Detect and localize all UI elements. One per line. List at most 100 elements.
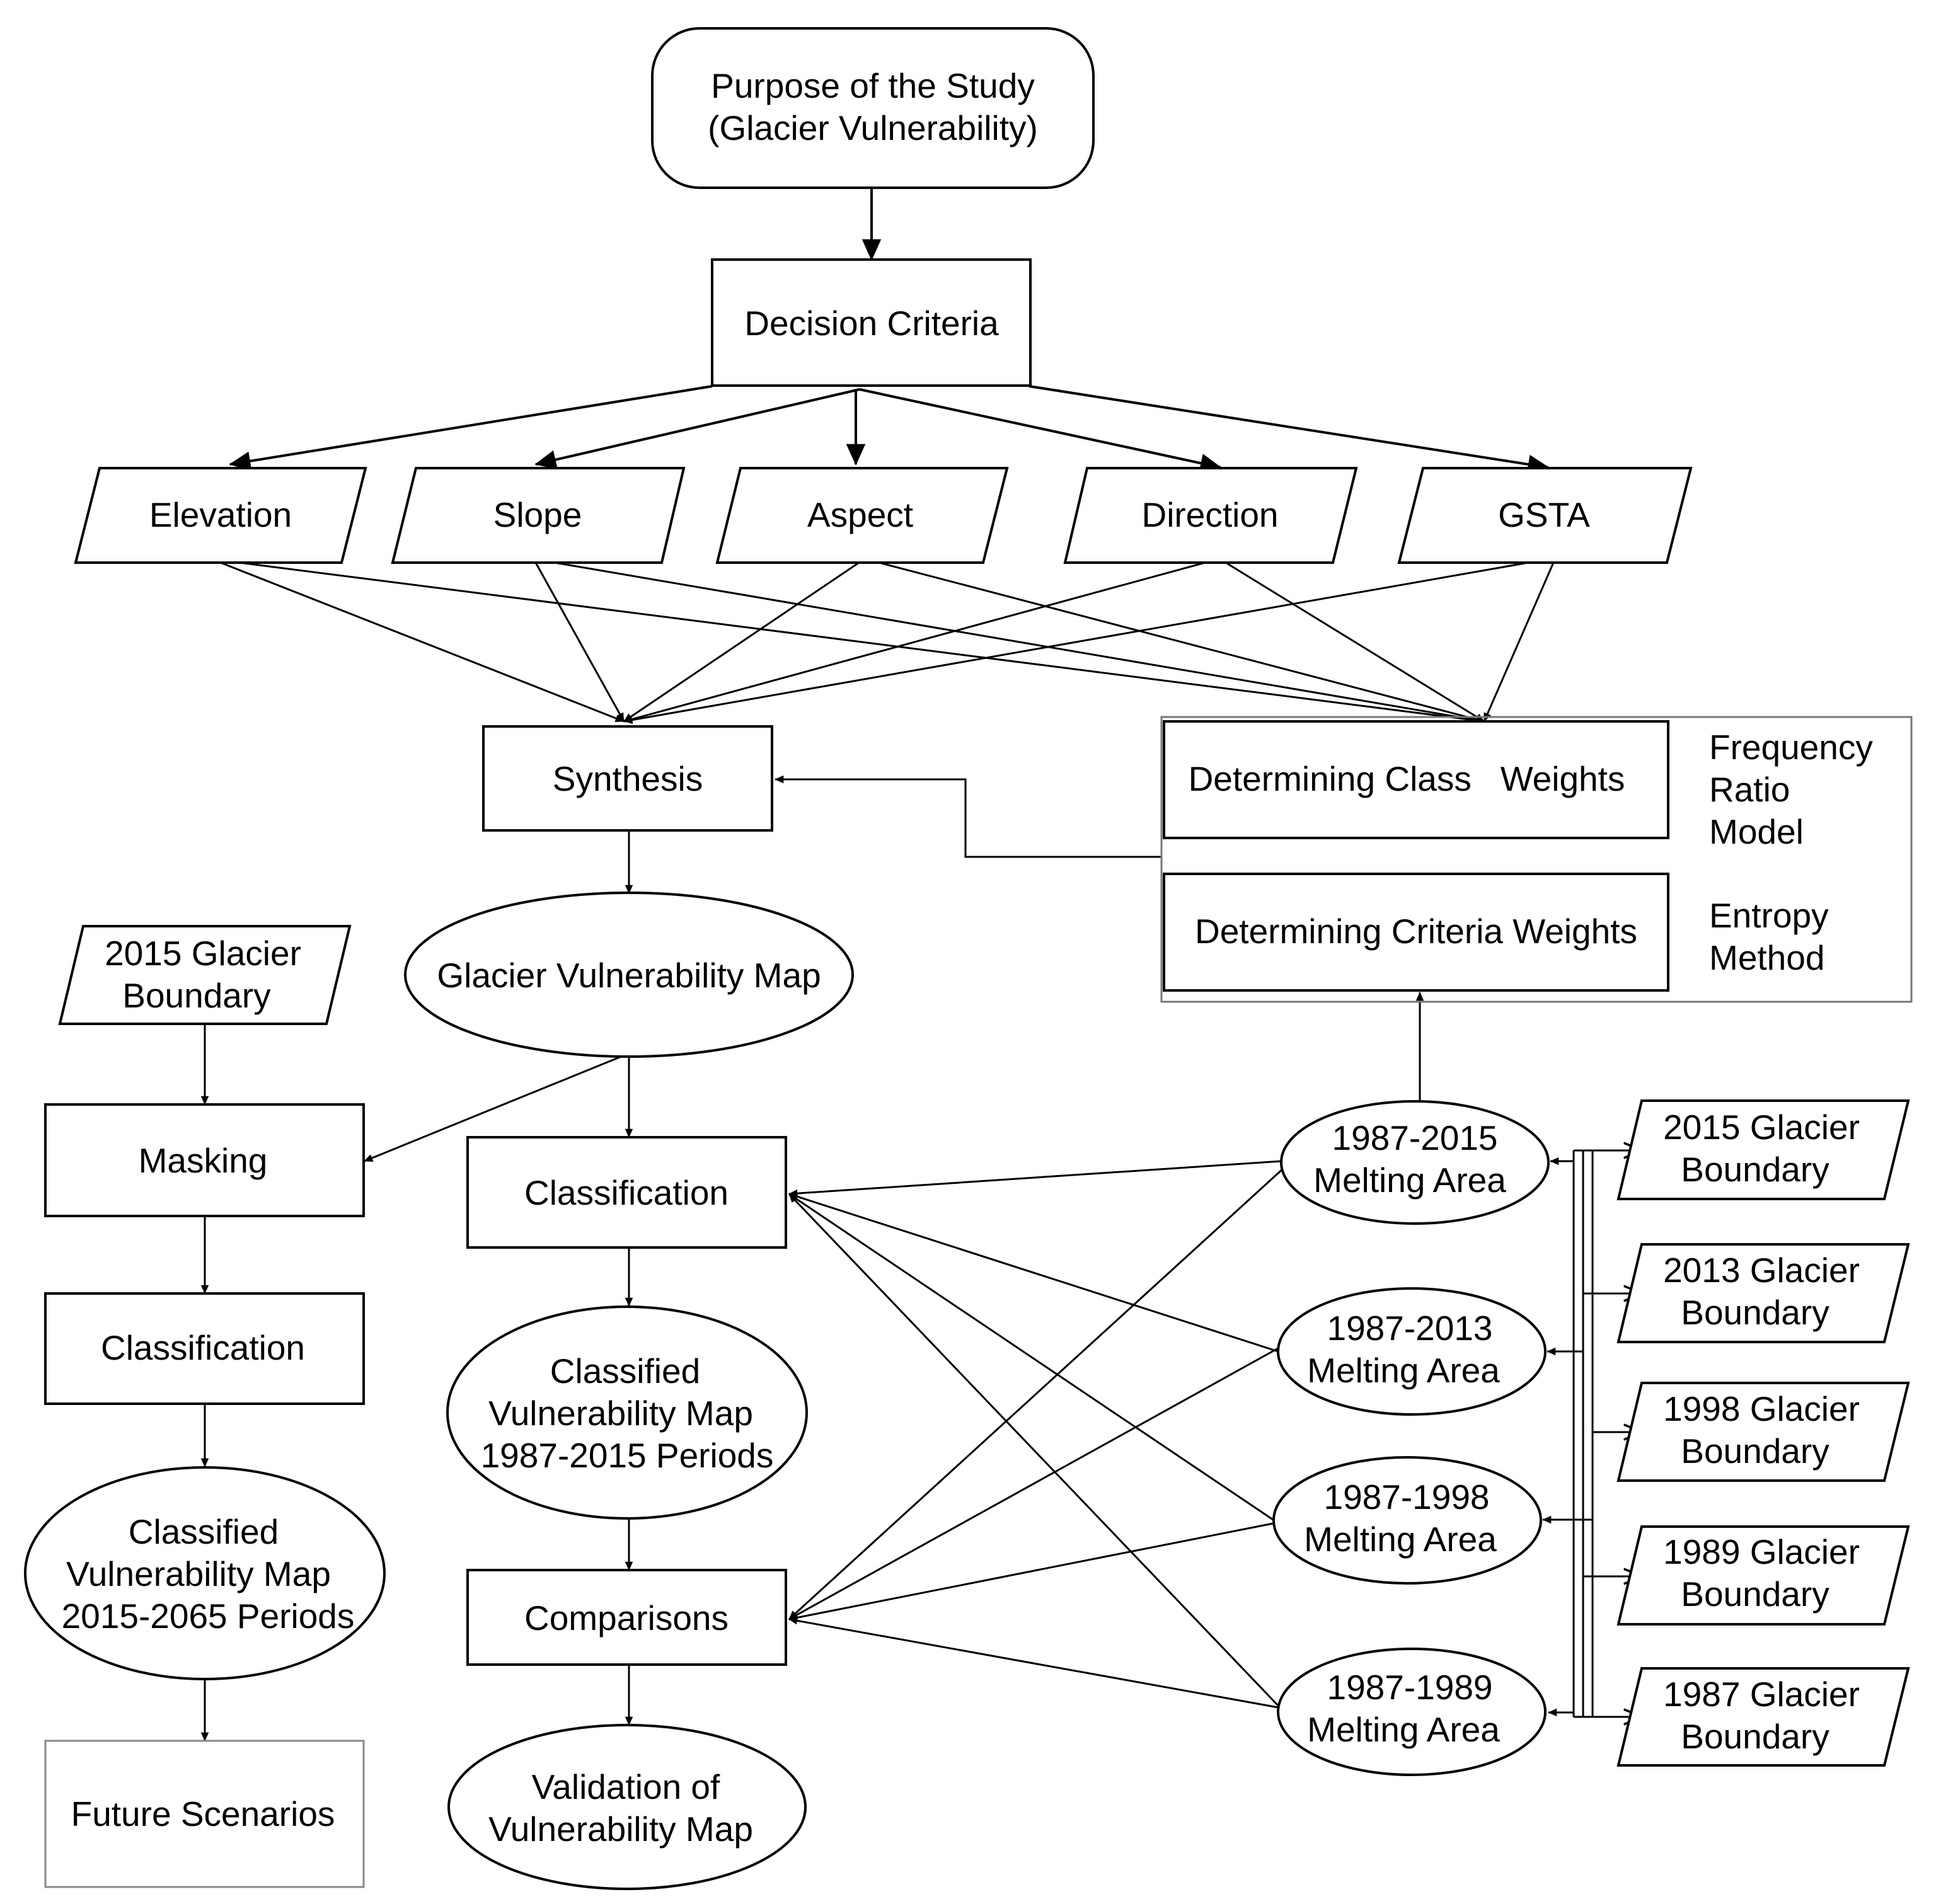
glacier-boundary-2015-node: 2015 Glacier Boundary	[1616, 1099, 1910, 1200]
class-weights-label: Determining Class Weights	[1189, 759, 1625, 798]
glacier-boundary-2013-node: 2013 Glacier Boundary	[1616, 1243, 1910, 1343]
edge-melt2013-classification	[788, 1193, 1279, 1353]
classified-1987-2015-line-1: Classified	[550, 1351, 700, 1391]
frequency-ratio-line-2: Ratio	[1709, 770, 1790, 809]
validation-line-1: Validation of	[532, 1767, 720, 1806]
frequency-ratio-line-1: Frequency	[1709, 728, 1873, 767]
glacier-vulnerability-map-label: Glacier Vulnerability Map	[437, 956, 821, 995]
edge-melt1998-comparisons	[788, 1522, 1274, 1622]
edge-aspect-synthesis	[623, 561, 860, 723]
classified-1987-2015-node: Classified Vulnerability Map 1987-2015 P…	[446, 1305, 808, 1520]
edge-elevation-weights	[239, 561, 1485, 725]
direction-label: Direction	[1141, 495, 1278, 534]
purpose-line-2: (Glacier Vulnerability)	[708, 108, 1038, 147]
glacier-boundary-1987-line-1: 1987 Glacier	[1663, 1675, 1860, 1714]
glacier-boundary-1989-line-2: Boundary	[1681, 1574, 1829, 1614]
melt-1987-2015-line-2: Melting Area	[1313, 1161, 1506, 1200]
glacier-boundary-1998-line-2: Boundary	[1681, 1431, 1829, 1471]
melt-1987-2013-line-1: 1987-2013	[1327, 1309, 1492, 1348]
boundary-2015-left-line-1: 2015 Glacier	[105, 934, 301, 973]
glacier-vulnerability-map-node: Glacier Vulnerability Map	[404, 892, 854, 1058]
edge-melt1998-classification	[788, 1193, 1274, 1521]
entropy-line-2: Method	[1709, 938, 1824, 977]
edge-decision-gsta	[1028, 385, 1550, 474]
future-scenarios-node: Future Scenarios	[44, 1740, 365, 1888]
edge-elevation-synthesis	[220, 561, 625, 723]
edge-melt1989-classification	[788, 1193, 1279, 1707]
classified-1987-2015-line-2: Vulnerability Map	[488, 1394, 753, 1433]
edge-melt1989-comparisons	[788, 1617, 1279, 1709]
melt-1987-1989-line-1: 1987-1989	[1327, 1668, 1492, 1707]
classified-1987-2015-line-3: 1987-2015 Periods	[481, 1436, 774, 1475]
edge-direction-weights	[1225, 561, 1485, 723]
classified-2015-2065-line-2: Vulnerability Map	[66, 1554, 331, 1593]
edge-slope-weights	[554, 561, 1485, 724]
aspect-label: Aspect	[807, 495, 913, 534]
glacier-boundary-2015-line-1: 2015 Glacier	[1663, 1108, 1860, 1147]
classified-2015-2065-line-3: 2015-2065 Periods	[62, 1597, 355, 1636]
synthesis-label: Synthesis	[553, 759, 703, 798]
slope-label: Slope	[493, 495, 582, 534]
edge-gvm-masking	[364, 1055, 623, 1162]
classified-2015-2065-line-1: Classified	[129, 1512, 279, 1551]
edge-melt2015-classification	[788, 1160, 1282, 1198]
aspect-node: Aspect	[715, 467, 1009, 564]
masking-node: Masking	[44, 1103, 365, 1217]
melt-1987-1998-node: 1987-1998 Melting Area	[1272, 1456, 1542, 1585]
decision-criteria-label: Decision Criteria	[744, 304, 999, 343]
boundary-bus	[1542, 1150, 1642, 1717]
glacier-boundary-1987-node: 1987 Glacier Boundary	[1616, 1667, 1910, 1767]
edge-decision-slope	[534, 388, 860, 469]
melt-1987-2015-line-1: 1987-2015	[1332, 1118, 1497, 1157]
edge-melt2015-comparisons	[788, 1166, 1286, 1620]
melt-1987-1998-line-1: 1987-1998	[1323, 1477, 1489, 1517]
glacier-boundary-1989-line-1: 1989 Glacier	[1663, 1532, 1860, 1571]
validation-line-2: Vulnerability Map	[488, 1809, 753, 1849]
glacier-boundary-2013-line-2: Boundary	[1681, 1293, 1829, 1332]
edge-gsta-synthesis	[623, 561, 1529, 724]
future-scenarios-label: Future Scenarios	[71, 1794, 335, 1833]
comparisons-label: Comparisons	[524, 1598, 729, 1637]
edges	[200, 188, 1642, 1741]
classified-2015-2065-node: Classified Vulnerability Map 2015-2065 P…	[24, 1466, 386, 1680]
melt-1987-2013-line-2: Melting Area	[1307, 1351, 1500, 1390]
classification-mid-label: Classification	[524, 1173, 729, 1212]
comparisons-node: Comparisons	[466, 1569, 787, 1666]
entropy-line-1: Entropy	[1709, 896, 1829, 935]
glacier-boundary-1989-node: 1989 Glacier Boundary	[1616, 1525, 1910, 1626]
edge-weights-synthesis	[775, 775, 1161, 858]
edge-slope-synthesis	[534, 562, 625, 722]
masking-label: Masking	[139, 1141, 268, 1180]
elevation-node: Elevation	[74, 467, 367, 564]
melt-1987-1989-line-2: Melting Area	[1307, 1710, 1500, 1749]
gsta-label: GSTA	[1498, 495, 1590, 534]
boundary-2015-left-line-2: Boundary	[122, 976, 271, 1015]
classification-left-node: Classification	[44, 1292, 365, 1405]
criteria-weights-label: Determining Criteria Weights	[1195, 912, 1637, 951]
edge-gsta-weights	[1483, 562, 1555, 722]
glacier-boundary-2013-line-1: 2013 Glacier	[1663, 1251, 1860, 1290]
melt-1987-1989-node: 1987-1989 Melting Area	[1277, 1648, 1547, 1776]
edge-aspect-weights	[879, 561, 1485, 723]
edge-decision-elevation	[229, 385, 713, 471]
classification-mid-node: Classification	[466, 1136, 787, 1249]
glacier-boundary-2015-line-2: Boundary	[1681, 1150, 1829, 1189]
glacier-boundary-1987-line-2: Boundary	[1681, 1717, 1829, 1756]
edge-direction-synthesis	[623, 561, 1206, 723]
glacier-boundary-1998-line-1: 1998 Glacier	[1663, 1389, 1860, 1428]
purpose-node: Purpose of the Study (Glacier Vulnerabil…	[651, 27, 1095, 189]
elevation-label: Elevation	[149, 495, 292, 534]
frequency-ratio-line-3: Model	[1709, 812, 1804, 851]
direction-node: Direction	[1063, 467, 1358, 564]
edge-melt2013-comparisons	[788, 1347, 1279, 1620]
boundary-2015-left-node: 2015 Glacier Boundary	[58, 925, 352, 1025]
decision-criteria-node: Decision Criteria	[711, 258, 1032, 387]
weights-group: Determining Class Weights Determining Cr…	[1160, 716, 1913, 1003]
purpose-line-1: Purpose of the Study	[711, 66, 1035, 105]
edge-decision-direction	[859, 388, 1222, 473]
classification-left-label: Classification	[101, 1328, 305, 1367]
synthesis-node: Synthesis	[482, 725, 773, 832]
melt-1987-2013-node: 1987-2013 Melting Area	[1277, 1287, 1547, 1416]
validation-node: Validation of Vulnerability Map	[447, 1724, 807, 1890]
